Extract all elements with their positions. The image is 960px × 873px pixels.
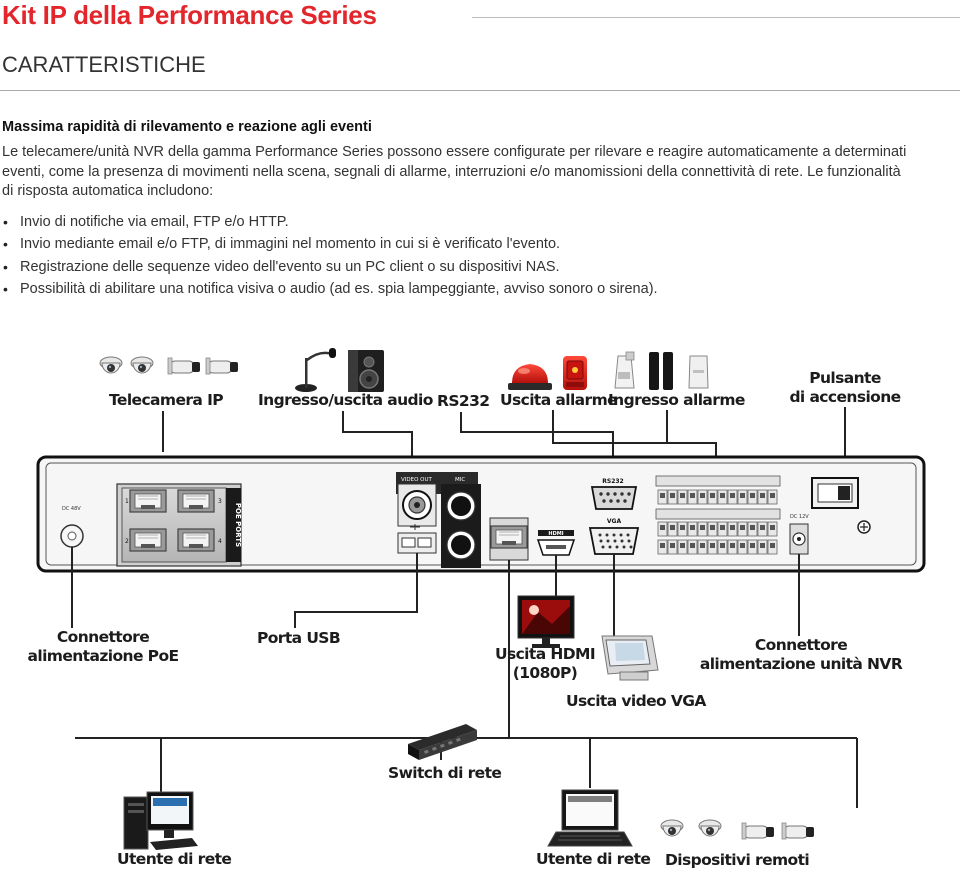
svg-text:4: 4 [218, 538, 222, 545]
list-item: Possibilità di abilitare una notifica vi… [2, 278, 942, 301]
speaker-icon [348, 350, 384, 392]
rs232-label: RS232 [437, 392, 490, 410]
usb-port-label: Porta USB [257, 629, 341, 647]
nvr-power-label: Connettore alimentazione unità NVR [699, 636, 903, 673]
alarm-sensor-icons [614, 351, 709, 390]
alarm-bell-icon [563, 356, 587, 390]
vga-monitor-icon [601, 635, 659, 681]
list-item: Registrazione delle sequenze video dell'… [2, 256, 942, 279]
dc12-label: DC 12V [790, 514, 809, 520]
vga-out-label: Uscita video VGA [566, 692, 706, 710]
remote-camera-icons [660, 819, 815, 840]
svg-text:1: 1 [125, 498, 129, 505]
subtitle-divider [0, 90, 960, 91]
feature-list: Invio di notifiche via email, FTP e/o HT… [2, 211, 942, 300]
dc48-label: DC 48V [62, 506, 81, 512]
hdmi-out-label: Uscita HDMI (1080P) [494, 645, 596, 682]
siren-icon [508, 364, 552, 390]
alarm-in-label: Ingresso allarme [608, 391, 745, 409]
list-item: Invio mediante email e/o FTP, di immagin… [2, 233, 942, 256]
section-paragraph: Le telecamere/unità NVR della gamma Perf… [2, 144, 907, 199]
laptop-icon [547, 789, 633, 847]
network-switch-label: Switch di rete [388, 764, 502, 782]
mic-label: MIC [455, 477, 465, 483]
vga-port-label: VGA [607, 518, 622, 525]
remote-devices-label: Dispositivi remoti [665, 851, 810, 869]
power-button-label: Pulsante di accensione [789, 369, 901, 406]
ip-camera-icons [99, 356, 239, 375]
svg-text:2: 2 [125, 538, 129, 545]
rs232-port-label: RS232 [602, 478, 623, 485]
hdmi-port-label: HDMI [548, 531, 563, 537]
section-heading: Massima rapidità di rilevamento e reazio… [2, 119, 372, 135]
section-subtitle: CARATTERISTICHE [2, 52, 206, 77]
network-switch-icon [408, 724, 477, 760]
desktop-pc-icon [123, 791, 198, 850]
network-user-label: Utente di rete [117, 850, 232, 868]
microphone-icon [295, 348, 336, 392]
list-item: Invio di notifiche via email, FTP e/o HT… [2, 211, 942, 234]
alarm-out-label: Uscita allarme [500, 391, 618, 409]
hdmi-monitor-icon [517, 595, 575, 648]
audio-io-label: Ingresso/uscita audio [258, 391, 433, 409]
svg-text:3: 3 [218, 498, 222, 505]
poe-ports-label: POE PORTS [234, 503, 242, 547]
video-out-label: VIDEO OUT [401, 477, 433, 483]
network-user-label: Utente di rete [536, 850, 651, 868]
poe-power-label: Connettore alimentazione PoE [27, 628, 180, 665]
nvr-back-panel: DC 48V POE PORTS 1 2 3 4 VIDEO OUT MIC [36, 455, 926, 573]
ip-camera-label: Telecamera IP [109, 391, 224, 409]
page-title: Kit IP della Performance Series [2, 0, 377, 30]
title-divider [472, 17, 960, 18]
